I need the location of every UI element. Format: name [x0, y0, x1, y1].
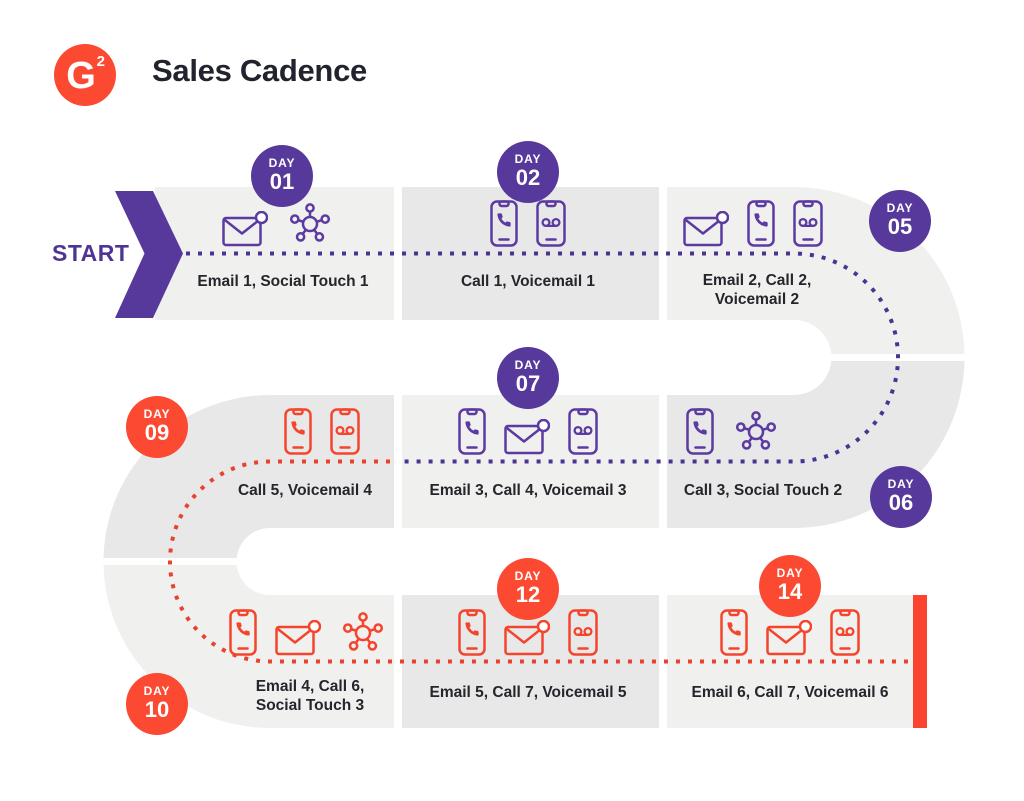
day-badge-06: DAY 06 [870, 466, 932, 528]
day-word: DAY [268, 156, 296, 171]
day-word: DAY [514, 569, 542, 584]
call-icon [720, 609, 748, 656]
day-badge-01: DAY 01 [251, 145, 313, 207]
day-number: 05 [887, 214, 913, 240]
step-day10-label: Email 4, Call 6, Social Touch 3 [255, 678, 365, 714]
day-word: DAY [514, 152, 542, 167]
day-word: DAY [143, 684, 171, 699]
step-day06-icons [686, 407, 780, 455]
call-icon [747, 200, 775, 247]
email-icon [504, 419, 550, 455]
day-number: 01 [269, 169, 295, 195]
voicemail-icon [330, 408, 360, 455]
email-icon [683, 211, 729, 247]
step-day12-label: Email 5, Call 7, Voicemail 5 [429, 684, 627, 701]
voicemail-icon [536, 200, 566, 247]
call-icon [229, 609, 257, 656]
day-number: 14 [777, 579, 803, 605]
day-badge-14: DAY 14 [759, 555, 821, 617]
day-badge-05: DAY 05 [869, 190, 931, 252]
step-day10-icons [229, 608, 387, 656]
day-badge-02: DAY 02 [497, 141, 559, 203]
social-touch-icon [732, 409, 780, 455]
step-day05-label: Email 2, Call 2, Voicemail 2 [702, 272, 812, 308]
social-touch-icon [286, 201, 334, 247]
voicemail-icon [830, 609, 860, 656]
voicemail-icon [568, 609, 598, 656]
call-icon [284, 408, 312, 455]
step-day09-label: Call 5, Voicemail 4 [237, 482, 373, 499]
day-badge-10: DAY 10 [126, 673, 188, 735]
step-day09-icons [284, 407, 360, 455]
step-day02-label: Call 1, Voicemail 1 [460, 273, 596, 290]
social-touch-icon [339, 610, 387, 656]
day-number: 07 [515, 371, 541, 397]
day-word: DAY [887, 477, 915, 492]
call-icon [686, 408, 714, 455]
g2-logo-superscript: 2 [96, 53, 105, 70]
email-icon [504, 620, 550, 656]
voicemail-icon [793, 200, 823, 247]
call-icon [490, 200, 518, 247]
step-day06-label: Call 3, Social Touch 2 [683, 482, 843, 499]
email-icon [222, 211, 268, 247]
end-marker [913, 595, 927, 728]
step-day07-icons [458, 407, 598, 455]
step-day01-label: Email 1, Social Touch 1 [197, 273, 369, 290]
g2-logo: G 2 [54, 44, 116, 106]
start-label: START [52, 240, 130, 266]
step-day05-icons [683, 199, 823, 247]
step-day07-label: Email 3, Call 4, Voicemail 3 [429, 482, 627, 499]
call-icon [458, 609, 486, 656]
day-badge-12: DAY 12 [497, 558, 559, 620]
day-badge-09: DAY 09 [126, 396, 188, 458]
email-icon [275, 620, 321, 656]
day-word: DAY [514, 358, 542, 373]
day-number: 09 [144, 420, 170, 446]
day-number: 10 [144, 697, 170, 723]
day-word: DAY [776, 566, 804, 581]
day-word: DAY [143, 407, 171, 422]
day-number: 12 [515, 582, 541, 608]
day-number: 02 [515, 165, 541, 191]
step-day02-icons [490, 199, 566, 247]
g2-logo-letter: G [66, 55, 96, 97]
voicemail-icon [568, 408, 598, 455]
day-badge-07: DAY 07 [497, 347, 559, 409]
day-word: DAY [886, 201, 914, 216]
day-number: 06 [888, 490, 914, 516]
step-day14-label: Email 6, Call 7, Voicemail 6 [691, 684, 889, 701]
start-arrow [115, 191, 183, 318]
page-title: Sales Cadence [152, 53, 367, 88]
call-icon [458, 408, 486, 455]
email-icon [766, 620, 812, 656]
